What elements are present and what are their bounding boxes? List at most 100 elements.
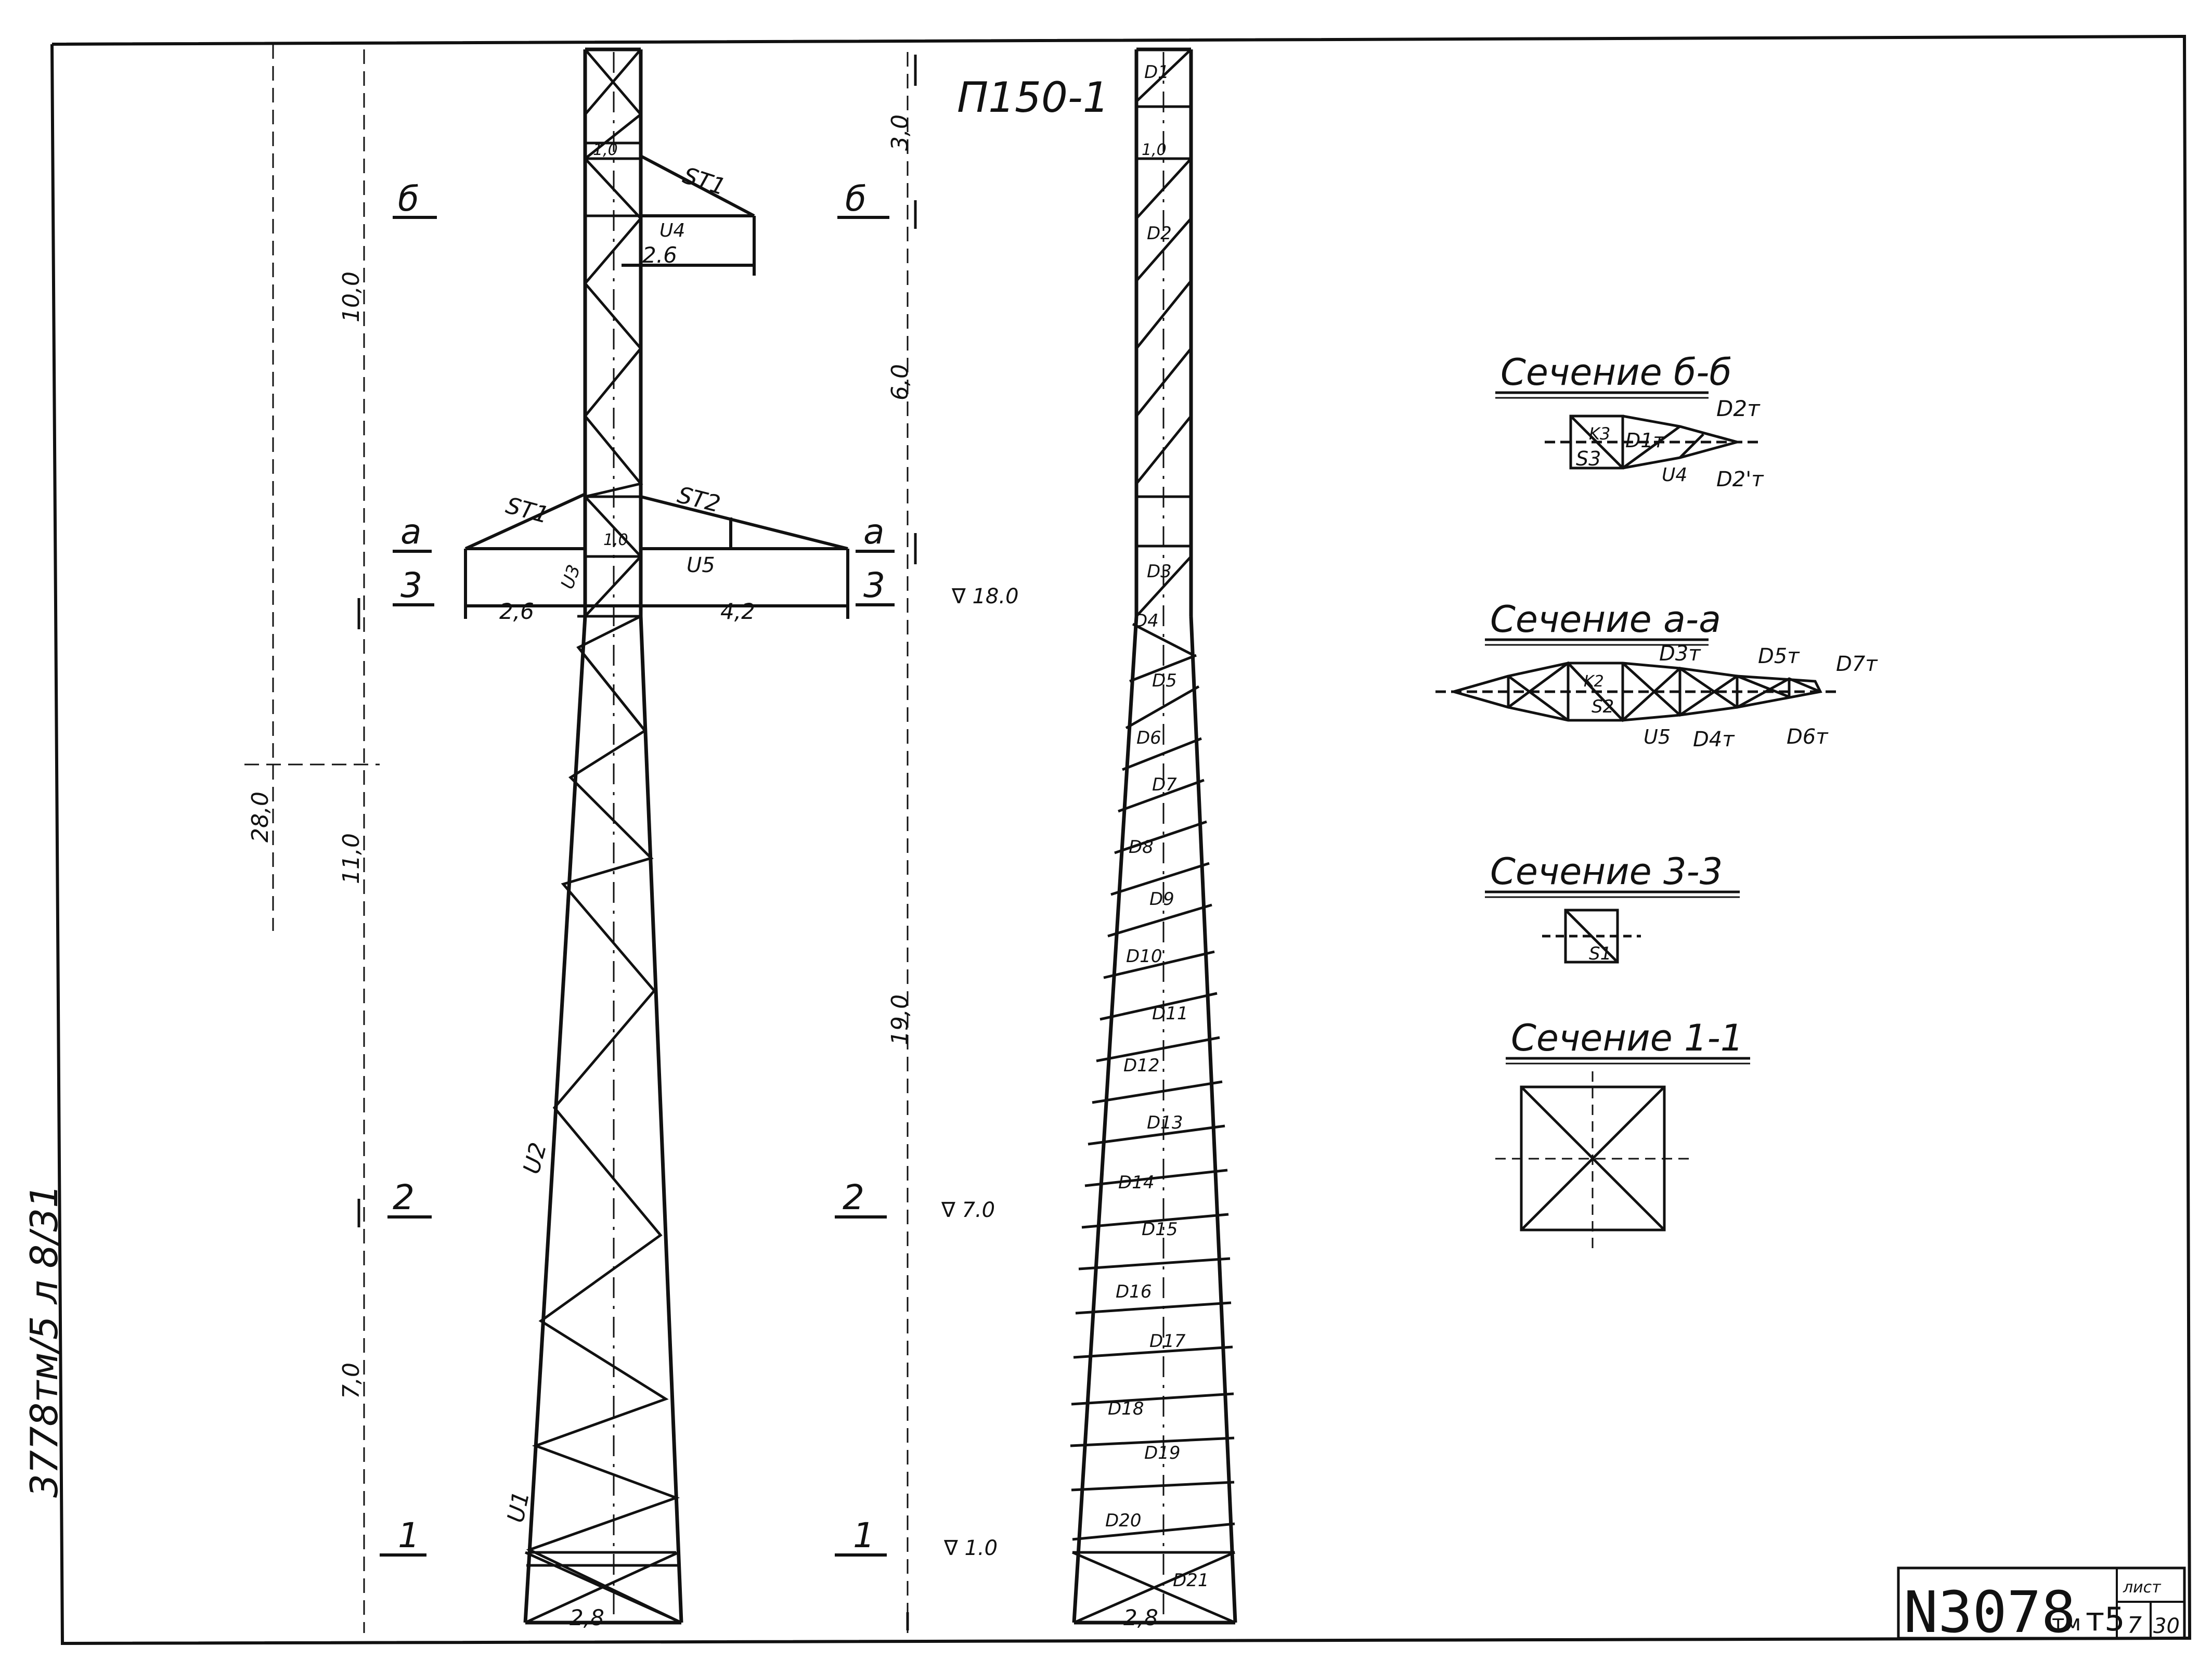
left-tower-outline <box>523 47 683 1625</box>
label-st1-left: ST1 <box>503 492 551 529</box>
stamp-sheet: 7 <box>2127 1612 2142 1639</box>
label-d19: D19 <box>1144 1443 1180 1463</box>
section-aa-d5t: D5т <box>1758 644 1800 668</box>
label-d21: D21 <box>1173 1570 1209 1591</box>
dim-panel-b: 1,0 <box>593 141 618 159</box>
right-tower-outline <box>1072 47 1237 1625</box>
right-tower-lattice <box>1070 48 1236 1624</box>
stamp-sheet-label: лист <box>2123 1578 2162 1597</box>
section-mark-a-right: а <box>863 512 884 552</box>
label-d13: D13 <box>1147 1112 1183 1133</box>
stamp-series: тм <box>2052 1610 2081 1636</box>
diagonal-labels: D1 D2 D3 D4 D5 D6 D7 D8 D9 D10 D11 D12 D… <box>1105 62 1209 1591</box>
section-mark-1-right: 1 <box>853 1515 875 1556</box>
dim-left-low: 7,0 <box>338 1363 365 1399</box>
dim-base-left: 2,8 <box>570 1605 604 1630</box>
stamp-sheets: 30 <box>2153 1614 2180 1638</box>
stamp-doc-number: N3078 <box>1904 1579 2076 1645</box>
dim-left-total: 28,0 <box>247 792 274 843</box>
section-mark-b-right: б <box>845 179 866 219</box>
section-mark-b-left: б <box>398 179 419 219</box>
label-d8: D8 <box>1129 837 1154 858</box>
dim-right-low: 19,0 <box>887 994 913 1045</box>
section-bb-u4: U4 <box>1662 464 1687 486</box>
crossarm-a <box>464 492 849 619</box>
section-33-title: Сечение 3-3 <box>1490 850 1723 893</box>
section-ticks <box>357 55 917 1630</box>
section-aa-d3t: D3т <box>1659 642 1701 666</box>
section-33-s1: S1 <box>1589 943 1611 964</box>
section-marks: б б а а 3 3 2 2 1 1 <box>380 179 895 1557</box>
label-d11: D11 <box>1152 1003 1188 1024</box>
label-d17: D17 <box>1149 1331 1186 1352</box>
elevation-18: ∇ 18.0 <box>951 585 1019 608</box>
label-d4: D4 <box>1134 611 1159 631</box>
label-d18: D18 <box>1108 1398 1144 1419</box>
label-st2: ST2 <box>675 482 723 518</box>
section-bb: Сечение б-б D2т K3 S3 D1т U4 D2'т <box>1495 351 1764 491</box>
left-dimension-lines <box>244 44 909 1633</box>
section-mark-3-right: 3 <box>863 565 885 605</box>
label-d1: D1 <box>1144 62 1169 83</box>
section-aa-d7t: D7т <box>1836 652 1878 676</box>
dim-base-right: 2,8 <box>1123 1605 1158 1630</box>
stamp-volume: т5 <box>2086 1600 2125 1638</box>
dim-right-mid: 6,0 <box>887 364 913 400</box>
left-tower-lattice <box>524 48 682 1624</box>
section-mark-a-left: а <box>400 512 421 552</box>
label-d10: D10 <box>1126 946 1162 967</box>
section-bb-d1t: D1т <box>1625 429 1665 452</box>
side-note: 3778тм/5 л 8/31 <box>22 1184 66 1498</box>
dim-arm-b: 2.6 <box>642 242 677 268</box>
section-aa-title: Сечение а-а <box>1490 598 1721 641</box>
section-aa-k2: K2 <box>1584 672 1604 691</box>
section-aa-d4t: D4т <box>1693 728 1735 751</box>
section-bb-s3: S3 <box>1576 447 1601 470</box>
section-11-title: Сечение 1-1 <box>1511 1017 1743 1059</box>
crossarm-b <box>622 154 756 276</box>
label-d20: D20 <box>1105 1510 1141 1531</box>
section-aa: Сечение а-а D3т D5т D7т K2 S2 U5 D4т D6т <box>1435 598 1878 751</box>
label-d14: D14 <box>1118 1172 1154 1193</box>
section-11: Сечение 1-1 <box>1495 1017 1750 1253</box>
dim-right-top: 3,0 <box>887 114 913 151</box>
elevation-7: ∇ 7.0 <box>941 1198 995 1222</box>
dim-panel-a: 1,0 <box>603 531 628 549</box>
dim-left-mid: 11,0 <box>338 833 365 884</box>
dim-arm-a-left: 2,6 <box>499 599 534 624</box>
label-d3: D3 <box>1147 561 1172 582</box>
label-d7: D7 <box>1152 774 1177 795</box>
section-mark-2-right: 2 <box>843 1177 864 1217</box>
label-d12: D12 <box>1123 1055 1159 1076</box>
label-d15: D15 <box>1142 1219 1178 1240</box>
label-d5: D5 <box>1152 670 1177 691</box>
dim-left-upper: 10,0 <box>338 271 365 322</box>
label-d2: D2 <box>1147 223 1172 244</box>
dim-arm-a-right: 4,2 <box>720 599 755 624</box>
label-st1-upper: ST1 <box>680 162 729 201</box>
sheet-frame <box>50 34 2192 1645</box>
section-aa-s2: S2 <box>1592 696 1614 717</box>
section-33: Сечение 3-3 S1 <box>1485 850 1740 964</box>
section-bb-k3: K3 <box>1589 424 1610 444</box>
section-mark-3-left: 3 <box>400 565 422 605</box>
label-d9: D9 <box>1149 889 1174 910</box>
label-u1: U1 <box>502 1489 535 1525</box>
title-stamp: N3078 тм т5 лист 7 30 <box>1897 1566 2186 1645</box>
section-bb-d2pt: D2'т <box>1716 468 1764 491</box>
section-mark-2-left: 2 <box>393 1177 415 1217</box>
label-d6: D6 <box>1136 728 1161 748</box>
dim-panel-right-top: 1,0 <box>1142 141 1167 159</box>
section-aa-u5: U5 <box>1644 725 1671 748</box>
label-u4: U4 <box>659 220 685 241</box>
section-mark-1-left: 1 <box>398 1515 420 1556</box>
label-u5: U5 <box>687 553 715 577</box>
elevation-1: ∇ 1.0 <box>943 1536 998 1560</box>
label-u3: U3 <box>557 562 585 592</box>
label-d16: D16 <box>1116 1281 1152 1302</box>
section-bb-title: Сечение б-б <box>1500 351 1732 394</box>
section-bb-d2t: D2т <box>1716 396 1761 421</box>
section-aa-d6t: D6т <box>1787 725 1829 749</box>
drawing-title: П150-1 <box>957 73 1109 122</box>
